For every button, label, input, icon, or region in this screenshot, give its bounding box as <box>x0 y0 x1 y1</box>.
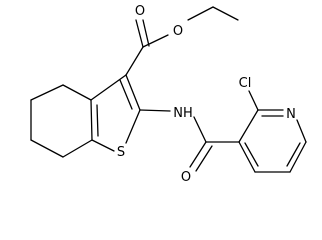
bond-pyr-c6-c5 <box>289 141 307 173</box>
bond-ester-c-o-double-a <box>135 19 144 48</box>
bond-nh-co <box>193 116 207 143</box>
bond-c7a-c3a-b <box>96 104 99 137</box>
bond-amide-co-double-b <box>195 145 213 172</box>
atom-label-ether-oxygen-ester: O <box>173 24 183 39</box>
bond-c7-c7a <box>62 139 93 158</box>
atom-labels: O O S NH O Cl N <box>117 4 296 185</box>
bond-c3a-c4 <box>62 84 92 101</box>
bond-lines <box>30 6 307 173</box>
atom-label-chlorine: Cl <box>239 76 252 91</box>
bond-c3-c2-a <box>125 74 141 111</box>
bond-ethyl-ch2-o <box>187 6 214 21</box>
bond-pyr-n-c6 <box>296 119 307 143</box>
bond-pyr-c6-c5-inner <box>286 142 301 167</box>
atom-label-carbonyl-oxygen-ester: O <box>135 4 145 19</box>
atom-label-amide-oxygen: O <box>181 170 191 185</box>
bond-ethyl-ch3-ch2 <box>212 6 239 21</box>
bond-c6-c7 <box>30 139 64 158</box>
bond-c3a-c3 <box>90 74 127 101</box>
bond-ester-c-ring <box>125 46 144 76</box>
bond-c4-c5 <box>30 84 64 101</box>
bond-amide-co-double-a <box>189 141 207 168</box>
chemical-structure-diagram: O O S NH O Cl N <box>30 4 307 185</box>
atom-label-thiophene-sulfur: S <box>117 145 125 160</box>
bond-pyr-c4-c3-inner <box>244 142 259 167</box>
bond-ester-o-c <box>142 34 169 48</box>
bond-s-c7a <box>91 139 115 152</box>
bond-c2-s <box>125 109 141 144</box>
atom-label-pyridine-nitrogen: N <box>286 107 296 122</box>
bond-pyr-c3-c2 <box>238 109 259 143</box>
atom-label-amide-nitrogen: NH <box>173 106 193 121</box>
bond-ester-c-o-double-b <box>142 19 150 47</box>
bond-c3-c2-b <box>119 79 133 110</box>
bond-c2-nh <box>139 109 171 112</box>
bond-c7a-c3a-a <box>90 99 93 141</box>
bond-pyr-c4-c3 <box>238 141 256 173</box>
bond-pyr-c2-cl <box>248 90 259 111</box>
